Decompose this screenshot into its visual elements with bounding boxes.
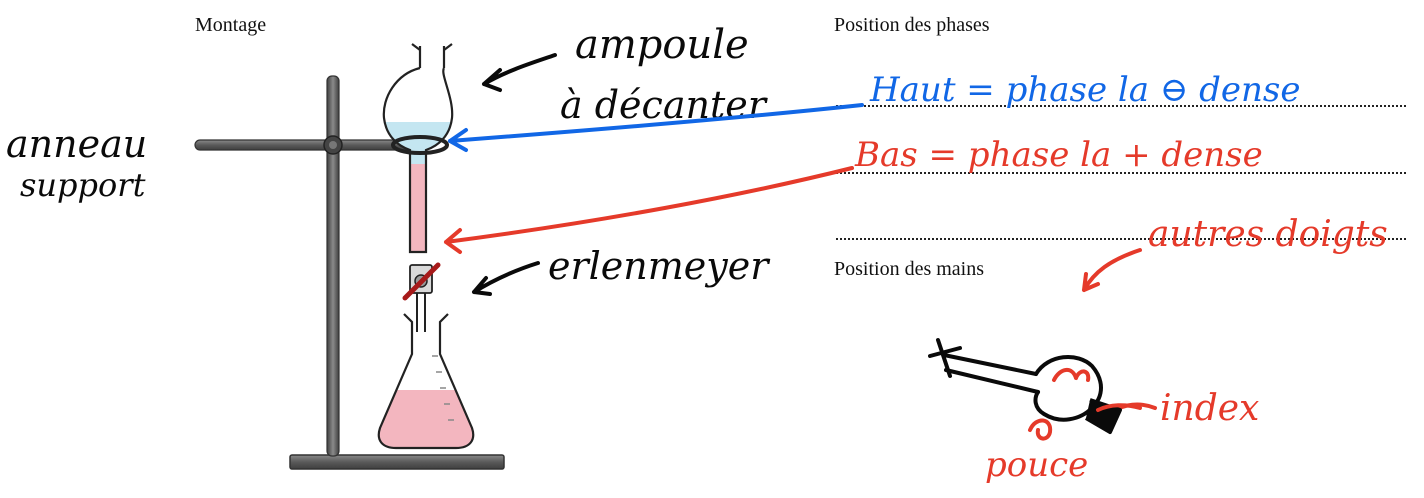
position-phases-heading: Position des phases: [834, 14, 990, 36]
answer-line-2: [836, 170, 1406, 174]
blue-annotation: Haut = phase la ⊖ dense: [448, 70, 1301, 152]
label-index: index: [1160, 388, 1259, 429]
label-pouce: pouce: [985, 445, 1088, 485]
hand-sketch: [928, 338, 1142, 441]
label-haut: Haut = phase la ⊖ dense: [869, 70, 1301, 110]
arrow-erlenmeyer: [472, 261, 540, 296]
stand-base: [289, 454, 505, 470]
answer-line-3: [836, 236, 1406, 240]
label-bas: Bas = phase la + dense: [854, 135, 1263, 175]
arrow-upper-phase: [448, 103, 864, 152]
retort-stand: [194, 75, 505, 470]
label-support: support: [20, 166, 146, 204]
arrow-ampoule: [482, 53, 557, 92]
position-mains-heading: Position des mains: [834, 258, 985, 280]
label-ampoule: ampoule: [575, 22, 749, 68]
answer-line-1: [836, 103, 1406, 107]
stand-rod: [326, 75, 340, 457]
label-erlenmeyer: erlenmeyer: [548, 244, 771, 288]
label-a-decanter: à décanter: [560, 83, 769, 127]
erlenmeyer-flask: [377, 313, 475, 450]
label-anneau: anneau: [6, 122, 147, 166]
montage-heading: Montage: [195, 14, 267, 36]
separatory-funnel: [382, 43, 454, 332]
stopcock-handle: [402, 262, 441, 301]
red-annotations: Bas = phase la + dense autres doigts ind…: [444, 135, 1388, 485]
label-autres-doigts: autres doigts: [1148, 214, 1388, 255]
arrow-lower-phase: [444, 166, 854, 254]
support-ring: [391, 135, 449, 155]
arrow-autres-doigts: [1082, 248, 1142, 292]
black-annotations: ampoule à décanter anneau support erlenm…: [6, 22, 771, 296]
funnel-stem: [416, 293, 426, 332]
